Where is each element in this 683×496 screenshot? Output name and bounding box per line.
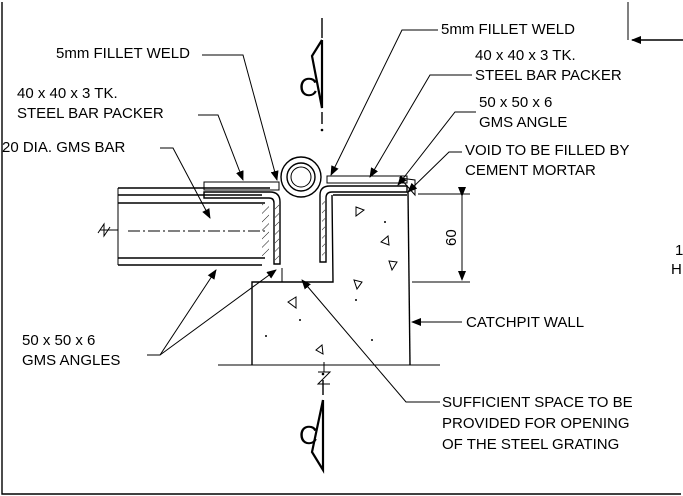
label-void-2: CEMENT MORTAR [465,162,596,179]
leader-angles-left-2 [159,269,277,356]
label-angles-left-2: GMS ANGLES [22,352,120,369]
label-angle-right-2: GMS ANGLE [479,114,567,131]
label-packer-right-2: STEEL BAR PACKER [475,67,622,84]
label-packer-right-1: 40 x 40 x 3 TK. [475,47,576,64]
label-bar: 20 DIA. GMS BAR [2,139,126,156]
gms-angle-right [319,177,416,263]
label-edge-2: H [671,261,682,278]
label-packer-left-2: STEEL BAR PACKER [17,105,164,122]
gms-bar-round [280,156,322,198]
section-mark-top: C [299,18,324,132]
section-letter-top: C [299,72,318,102]
label-space-2: PROVIDED FOR OPENING [442,415,630,432]
label-angles-left-1: 50 x 50 x 6 [22,332,95,349]
label-edge-1: 1 [675,242,683,259]
label-angle-right-1: 50 x 50 x 6 [479,94,552,111]
leader-packer-left [198,114,244,181]
label-space-1: SUFFICIENT SPACE TO BE [442,394,633,411]
gms-angle-left [203,191,281,265]
label-packer-left-1: 40 x 40 x 3 TK. [17,85,118,102]
catchpit-wall [218,191,440,385]
dimension-value: 60 [443,229,460,246]
leader-fillet-weld-top [330,29,438,176]
steel-grating [97,187,270,266]
leader-angles-left-1 [147,269,217,356]
label-void-1: VOID TO BE FILLED BY [465,142,630,159]
dimension-60: 60 [412,187,470,283]
leader-bar [160,147,211,219]
section-letter-bottom: C [299,420,318,450]
label-fillet-weld-left: 5mm FILLET WELD [56,45,190,62]
leader-sufficient-space [301,279,440,403]
leader-void [407,151,462,193]
label-space-3: OF THE STEEL GRATING [442,436,619,453]
label-fillet-weld-top: 5mm FILLET WELD [441,21,575,38]
leader-angle-right [397,111,476,186]
section-mark-bottom: C [299,372,325,474]
leader-packer-right [369,74,472,178]
label-catchpit-wall: CATCHPIT WALL [466,314,584,331]
steel-bar-packers [203,175,408,191]
leader-fillet-weld-left [202,54,279,181]
